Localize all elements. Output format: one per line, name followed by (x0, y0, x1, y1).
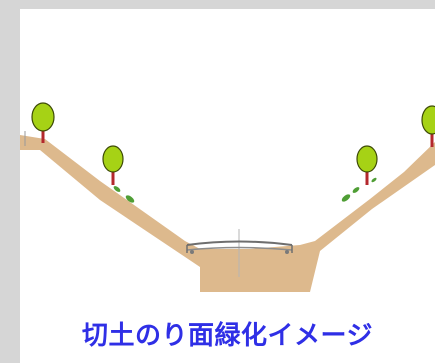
tree-left-slope (102, 145, 124, 185)
illustration-panel: 切土のり面緑化イメージ (20, 9, 435, 363)
tree-trunk (365, 171, 369, 185)
tree-canopy (356, 145, 378, 173)
tree-canopy (102, 145, 124, 173)
tree-right-slope (356, 145, 378, 185)
cut-slope-greening-diagram (20, 102, 435, 292)
tree-trunk (41, 129, 45, 143)
tree-trunk (111, 171, 115, 185)
tree-canopy (31, 102, 55, 132)
diagram-caption: 切土のり面緑化イメージ (82, 321, 373, 351)
greening-vegetation-right (341, 177, 377, 202)
tree-trunk (430, 133, 434, 147)
tree-canopy (421, 105, 435, 135)
greening-vegetation-left (113, 186, 135, 203)
tree-left-crest (31, 102, 55, 143)
road-surface (186, 240, 293, 254)
cut-slope-soil (20, 135, 435, 292)
tree-right-crest (421, 105, 435, 147)
